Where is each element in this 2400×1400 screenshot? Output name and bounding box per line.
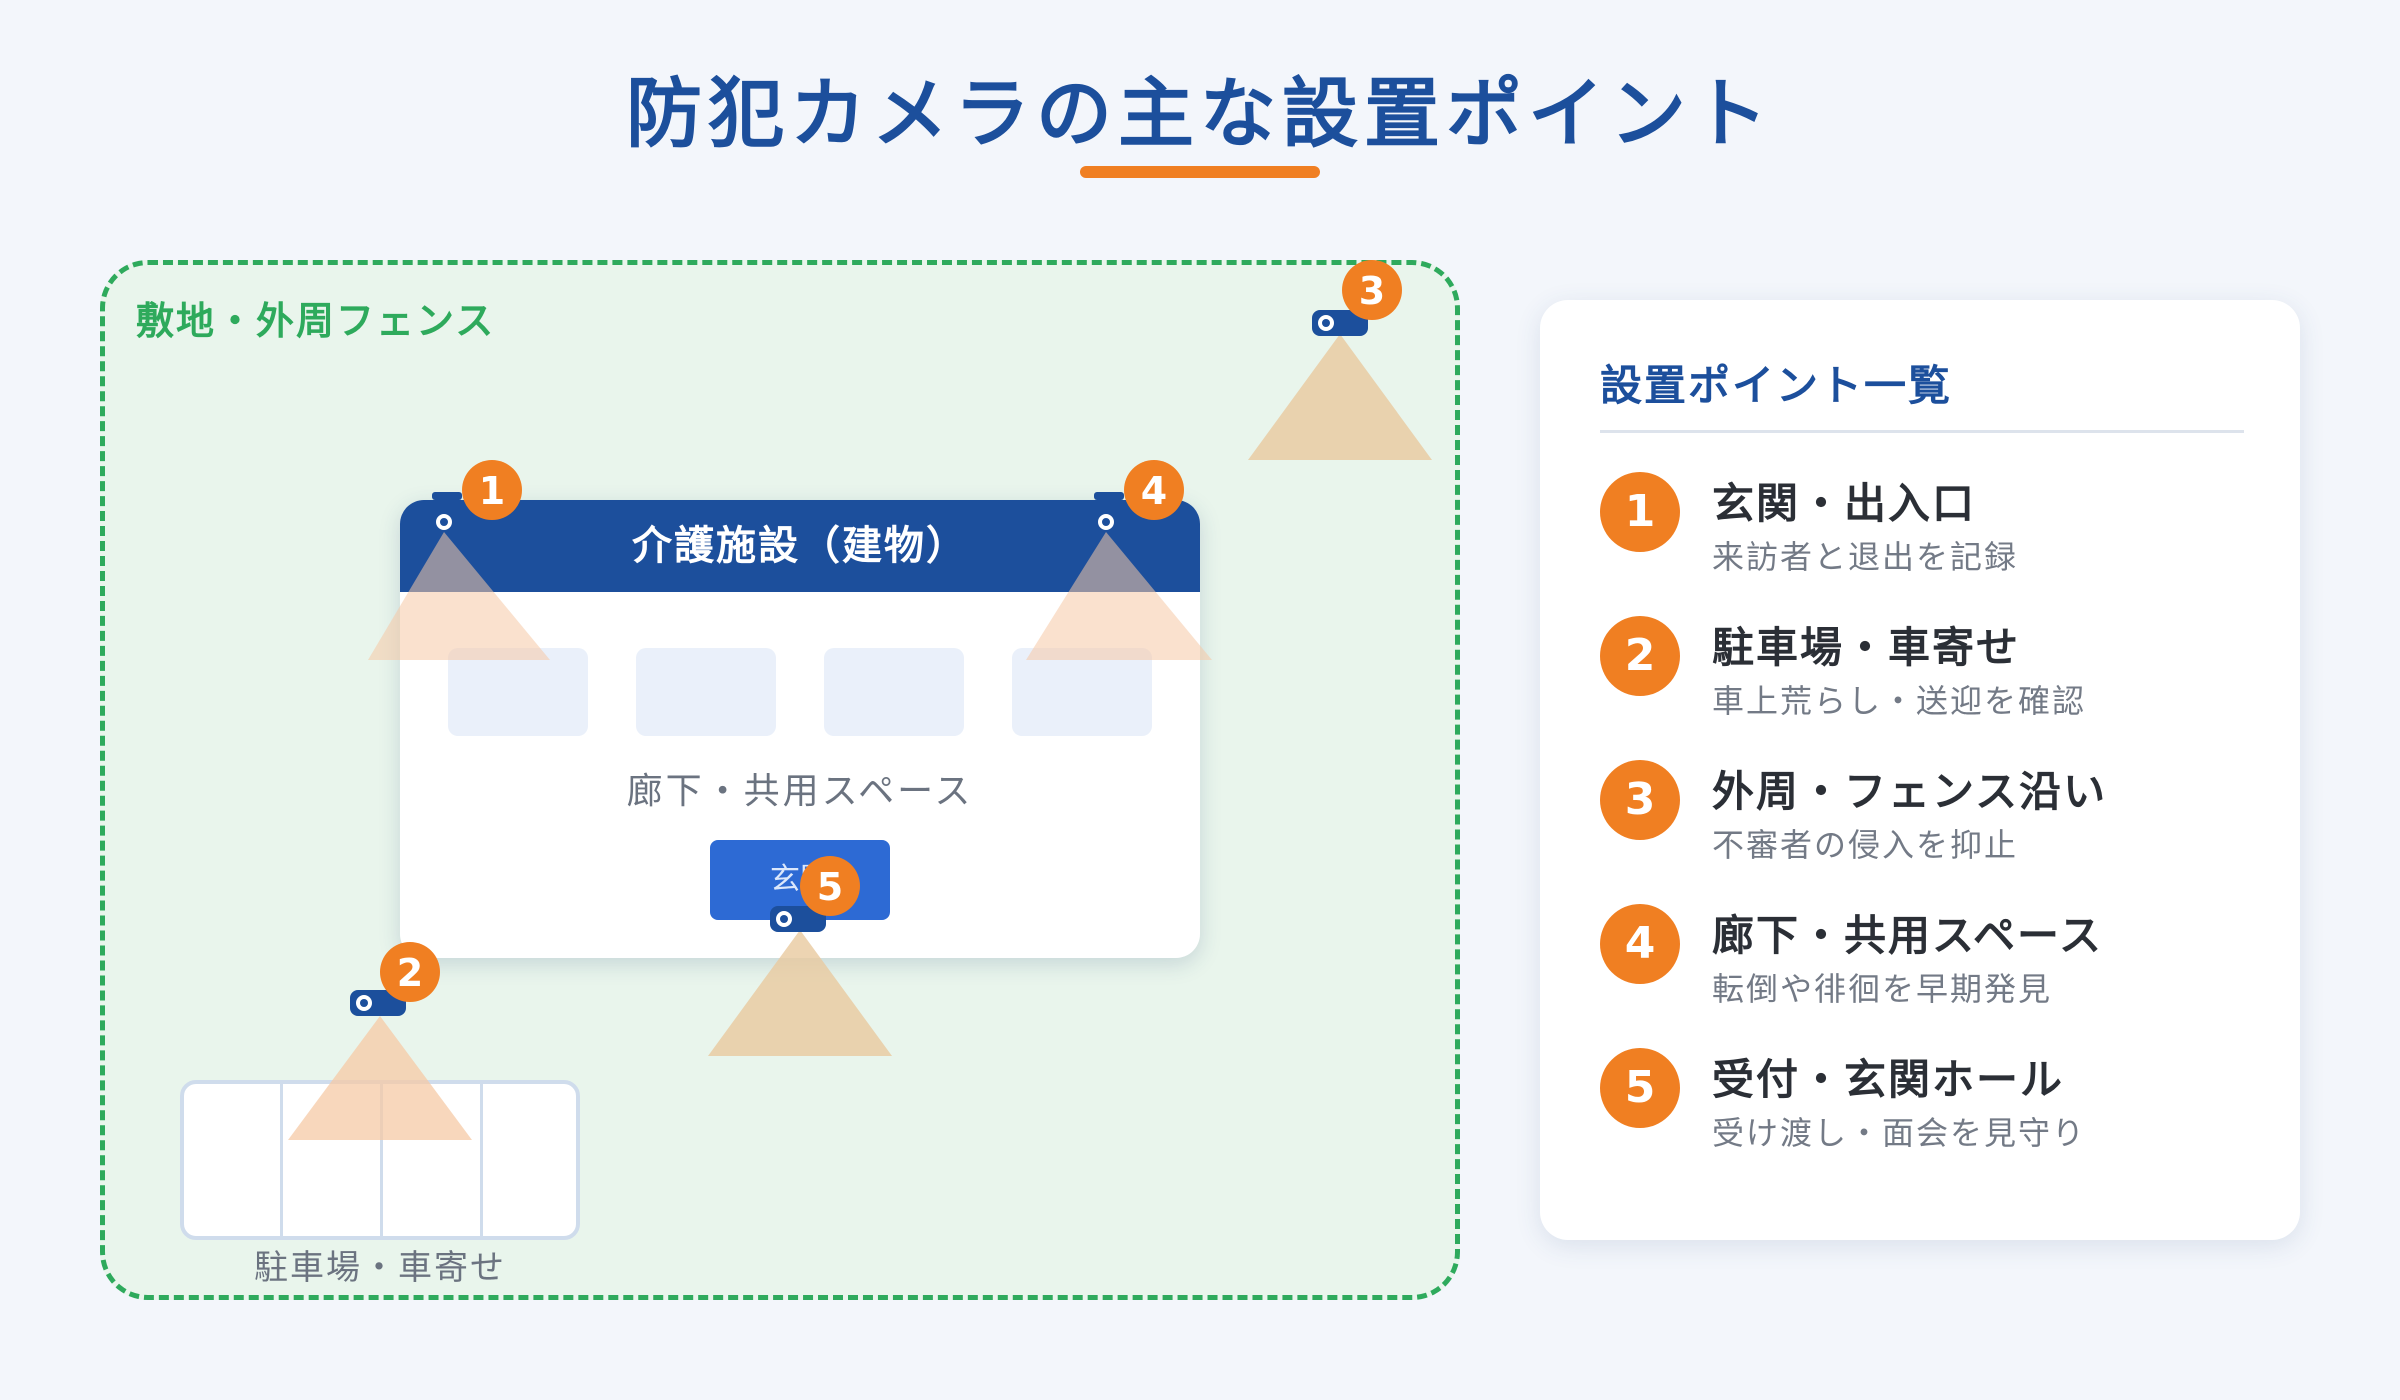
legend-item: 1 玄関・出入口 来訪者と退出を記録	[1600, 470, 2260, 590]
camera-3-number: 3	[1359, 269, 1385, 313]
camera-4-number: 4	[1141, 469, 1167, 513]
corridor-label: 廊下・共用スペース	[626, 771, 974, 812]
legend-item: 4 廊下・共用スペース 転倒や徘徊を早期発見	[1600, 902, 2260, 1022]
legend-item-badge: 1	[1600, 472, 1680, 552]
camera-4-view-cone	[1026, 532, 1212, 660]
title-underline	[1080, 166, 1320, 178]
camera-3: 3	[1248, 260, 1432, 460]
legend-item-title: 受付・玄関ホール	[1712, 1055, 2065, 1104]
page-title: 防犯カメラの主な設置ポイント	[626, 69, 1774, 158]
legend-item-description: 不審者の侵入を抑止	[1712, 826, 2019, 864]
legend-item-description: 来訪者と退出を記録	[1712, 538, 2019, 576]
camera-2: 2	[288, 942, 472, 1140]
camera-1-view-cone	[368, 532, 550, 660]
camera-3-view-cone	[1248, 334, 1432, 460]
legend-panel: 設置ポイント一覧 1 玄関・出入口 来訪者と退出を記録 2 駐車場・車寄せ 車上…	[1540, 300, 2300, 1240]
camera-2-badge	[380, 942, 440, 1002]
room	[636, 648, 776, 736]
facility-building: 介護施設（建物） 廊下・共用スペース 玄関	[400, 500, 1200, 958]
camera-4-badge	[1124, 460, 1184, 520]
camera-1-number: 1	[479, 469, 505, 513]
camera-5: 5	[708, 856, 892, 1056]
parking-divider	[380, 1084, 383, 1236]
building-label: 介護施設（建物）	[400, 500, 1200, 592]
legend-item-title: 駐車場・車寄せ	[1712, 623, 2021, 672]
legend-title: 設置ポイント一覧	[1600, 361, 1953, 410]
legend-item-badge: 3	[1600, 760, 1680, 840]
room	[824, 648, 964, 736]
legend-item: 2 駐車場・車寄せ 車上荒らし・送迎を確認	[1600, 614, 2260, 734]
camera-5-badge	[800, 856, 860, 916]
camera-5-view-cone	[708, 930, 892, 1056]
security-camera-icon	[432, 492, 462, 530]
parking-label: 駐車場・車寄せ	[254, 1248, 506, 1288]
room	[448, 648, 588, 736]
camera-1-badge	[462, 460, 522, 520]
camera-1: 1	[368, 460, 550, 660]
camera-2-number: 2	[397, 951, 423, 995]
legend-item-badge: 5	[1600, 1048, 1680, 1128]
site-label: 敷地・外周フェンス	[136, 299, 496, 343]
camera-3-badge	[1342, 260, 1402, 320]
camera-2-view-cone	[288, 1016, 472, 1140]
parking-divider	[280, 1084, 283, 1236]
legend-item-badge: 2	[1600, 616, 1680, 696]
legend-item-title: 玄関・出入口	[1712, 479, 1977, 528]
legend-item-description: 車上荒らし・送迎を確認	[1712, 682, 2087, 720]
legend-divider	[1600, 430, 2244, 433]
legend-item-description: 転倒や徘徊を早期発見	[1712, 970, 2053, 1008]
room	[1012, 648, 1152, 736]
legend-item-title: 外周・フェンス沿い	[1712, 767, 2108, 816]
camera-5-number: 5	[817, 865, 843, 909]
legend-item-badge: 4	[1600, 904, 1680, 984]
legend-item-description: 受け渡し・面会を見守り	[1712, 1114, 2087, 1152]
legend-item: 3 外周・フェンス沿い 不審者の侵入を抑止	[1600, 758, 2260, 878]
legend-item-title: 廊下・共用スペース	[1712, 911, 2103, 960]
legend-item: 5 受付・玄関ホール 受け渡し・面会を見守り	[1600, 1046, 2260, 1166]
parking-divider	[480, 1084, 483, 1236]
camera-4: 4	[1026, 460, 1212, 660]
security-camera-icon	[1094, 492, 1124, 530]
